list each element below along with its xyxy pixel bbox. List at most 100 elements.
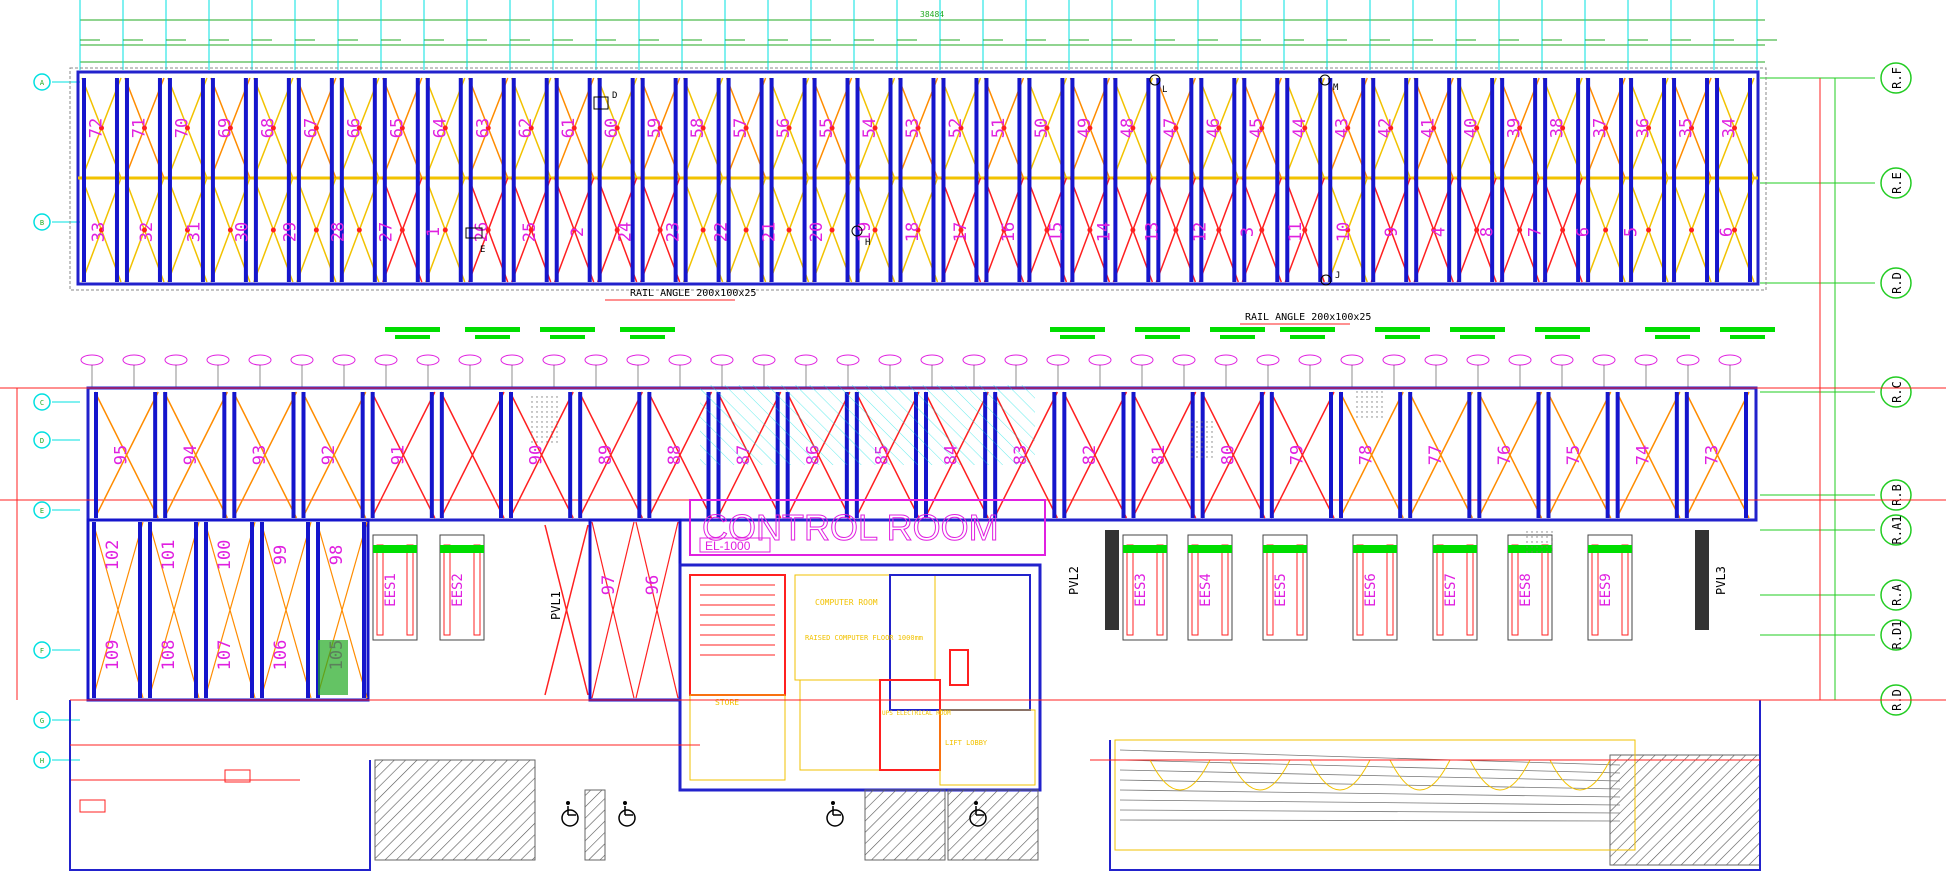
upper-bay-number: 72 xyxy=(86,118,106,138)
rp-bubble xyxy=(878,354,902,366)
rp-bubble xyxy=(962,354,986,366)
green-block xyxy=(1135,327,1190,332)
ees-green-cap xyxy=(1188,545,1232,553)
mid-bay-number: 89 xyxy=(596,445,616,465)
rp-bubble xyxy=(80,354,104,366)
lower-row-number: 3 xyxy=(1238,227,1258,237)
rp-bubble xyxy=(1298,354,1322,366)
ees-label: EES4 xyxy=(1198,573,1214,607)
ees-green-cap xyxy=(1353,545,1397,553)
upper-bay-number: 36 xyxy=(1634,118,1654,138)
room-label-computer: COMPUTER ROOM xyxy=(815,598,878,607)
green-block xyxy=(1645,327,1700,332)
grid-label-left: G xyxy=(40,717,44,725)
ground-level-hatching xyxy=(374,385,1761,866)
rp-bubble xyxy=(1172,354,1196,366)
grid-label-right: R.D xyxy=(1890,272,1904,294)
grid-bubble-left xyxy=(33,711,51,729)
grid-label-right: R.F xyxy=(1890,67,1904,89)
building-core xyxy=(678,563,1042,792)
grid-bubble-left xyxy=(33,73,51,91)
rp-bubble xyxy=(1088,354,1112,366)
green-block xyxy=(475,335,510,339)
ees-bay xyxy=(372,534,418,641)
upper-bay-number: 69 xyxy=(215,118,235,138)
mid-bay-number: 90 xyxy=(527,445,547,465)
grid-bubble-left xyxy=(33,213,51,231)
mid-bay-number: 88 xyxy=(665,445,685,465)
grid-bubble-right xyxy=(1880,267,1912,299)
green-block xyxy=(1545,335,1580,339)
ees-green-cap xyxy=(1433,545,1477,553)
green-block xyxy=(1730,335,1765,339)
ees-label: EES3 xyxy=(1133,573,1149,607)
mid-bay-number: 79 xyxy=(1287,445,1307,465)
rp-bubble xyxy=(542,354,566,366)
rp-bubble xyxy=(836,354,860,366)
green-block xyxy=(1385,335,1420,339)
green-block xyxy=(630,335,665,339)
green-block xyxy=(1375,327,1430,332)
rail-angle-label-2: RAIL ANGLE 200x100x25 xyxy=(1245,312,1371,323)
lower-row-number: 17 xyxy=(951,222,971,242)
lower-row-number: 28 xyxy=(328,222,348,242)
ees-green-cap xyxy=(1263,545,1307,553)
marker-d: D xyxy=(612,91,617,101)
rp-bubble xyxy=(626,354,650,366)
upper-bay-number: 45 xyxy=(1247,118,1267,138)
rp-bubble xyxy=(500,354,524,366)
upper-bay-number: 58 xyxy=(688,118,708,138)
mid-bay-number: 91 xyxy=(388,445,408,465)
upper-bay-number: 52 xyxy=(946,118,966,138)
upper-bay-number: 35 xyxy=(1677,118,1697,138)
dark-column xyxy=(1105,530,1119,630)
room-label-lift-lobby: LIFT LOBBY xyxy=(945,739,988,747)
rp-bubble xyxy=(164,354,188,366)
bottom-bay-number: 98 xyxy=(327,545,347,565)
rp-bubble xyxy=(206,354,230,366)
grid-label-right: R.E xyxy=(1890,172,1904,194)
letter-markers: D E H J L M xyxy=(465,74,1340,286)
grid-label-right: R.C xyxy=(1890,381,1904,403)
grid-bubble-right xyxy=(1880,62,1912,94)
upper-bay-number: 59 xyxy=(645,118,665,138)
bay-97-96: 97 xyxy=(599,575,619,595)
grid-bubble-left xyxy=(33,501,51,519)
lower-row-number: 8 xyxy=(1478,227,1498,237)
mid-bay-number: 93 xyxy=(250,445,270,465)
lower-row-number: 25 xyxy=(520,222,540,242)
accessible-parking-icons xyxy=(561,801,987,827)
room-label-raised-floor: RAISED COMPUTER FLOOR 1000mm xyxy=(805,634,923,642)
upper-bay-number: 64 xyxy=(430,118,450,138)
green-block xyxy=(1060,335,1095,339)
grid-label-left: B xyxy=(40,219,44,227)
grid-bubble-left xyxy=(33,751,51,769)
bottom-bay-number: 108 xyxy=(159,640,179,671)
green-block xyxy=(1280,327,1335,332)
pvl-label-3: PVL3 xyxy=(1714,566,1728,595)
rp-bubble xyxy=(332,354,356,366)
rp-bubble xyxy=(1214,354,1238,366)
lower-row-number: 10 xyxy=(1334,222,1354,242)
rp-bubble xyxy=(584,354,608,366)
lower-row-number: 9 xyxy=(1382,227,1402,237)
lower-row-number: 13 xyxy=(1142,222,1162,242)
bottom-bay-number: 109 xyxy=(103,640,123,671)
ees-label: EES2 xyxy=(450,573,466,607)
grid-label-left: A xyxy=(40,79,45,87)
upper-bay-number: 53 xyxy=(903,118,923,138)
ees-bay xyxy=(1587,534,1633,641)
green-block xyxy=(1460,335,1495,339)
green-block xyxy=(395,335,430,339)
rp-bubble xyxy=(752,354,776,366)
rp-bubble xyxy=(374,354,398,366)
ees-bay xyxy=(1122,534,1168,641)
rp-bubble xyxy=(1256,354,1280,366)
upper-bay-number: 43 xyxy=(1333,118,1353,138)
upper-bay-number: 70 xyxy=(172,118,192,138)
lower-row-number: 32 xyxy=(137,222,157,242)
ees-label: EES7 xyxy=(1443,573,1459,607)
rp-bubble xyxy=(1550,354,1574,366)
ees-green-cap xyxy=(1123,545,1167,553)
ees-label: EES1 xyxy=(383,573,399,607)
